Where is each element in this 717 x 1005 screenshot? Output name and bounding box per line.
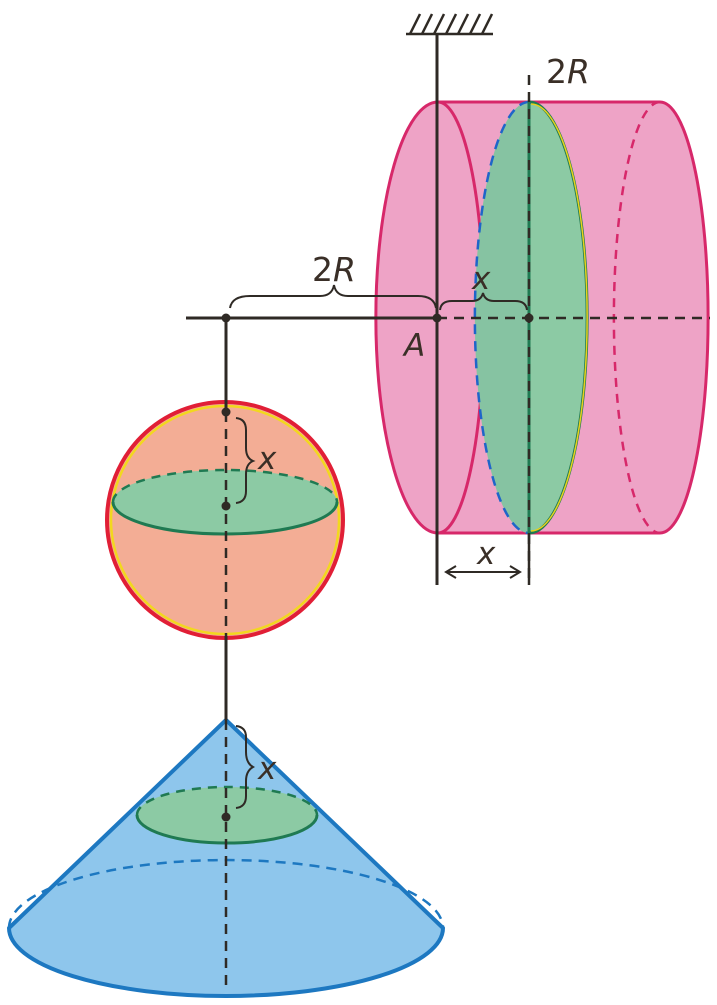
label-x-cylinder-brace: x [471, 261, 491, 297]
lever-hang-point [221, 313, 231, 323]
label-point-a: A [402, 328, 425, 364]
cylinder-section-hidden [473, 100, 530, 535]
cylinder-brace [439, 292, 528, 311]
cone-section-center [221, 812, 231, 822]
x-dimension-arrow [444, 565, 522, 579]
cylinder-section-center [524, 313, 534, 323]
sphere-brace [235, 417, 256, 504]
sphere-section-center [221, 501, 231, 511]
label-x-cylinder-dimension: x [476, 536, 496, 572]
label-lever-length: 2R [312, 250, 356, 289]
ceiling-mount [406, 13, 494, 36]
points [221, 313, 534, 822]
label-x-cone: x [257, 751, 277, 787]
cone-section-back [135, 785, 319, 816]
label-x-sphere: x [257, 441, 277, 477]
sphere-top-point [221, 407, 231, 417]
lever-brace [229, 284, 437, 309]
sphere-section-back [111, 468, 339, 503]
cylinder-section-rim [530, 103, 588, 532]
point-a [432, 313, 442, 323]
braces [229, 284, 528, 809]
cone-brace [235, 725, 256, 809]
label-cylinder-length: 2R [546, 52, 590, 91]
